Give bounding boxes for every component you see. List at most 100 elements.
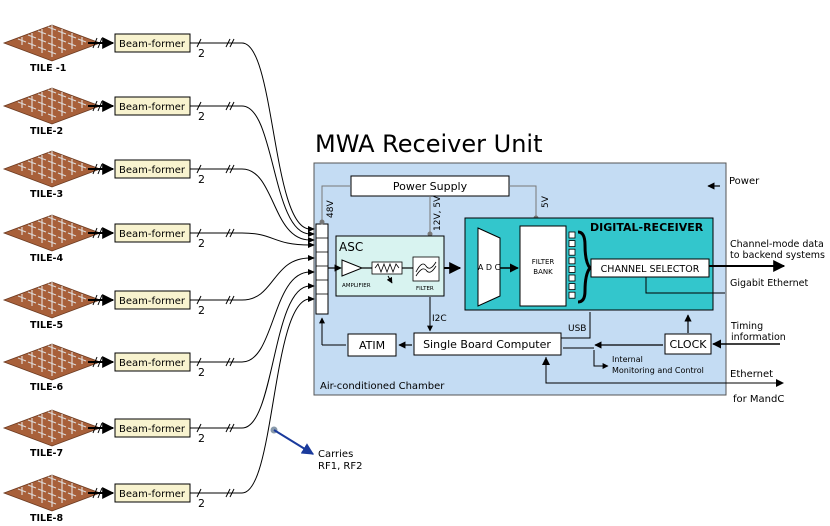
channel-square	[568, 248, 576, 256]
rf-cable	[190, 168, 311, 241]
tile-label: TILE-7	[30, 448, 63, 459]
beamformer-label: Beam-former	[119, 102, 186, 113]
timing-label-2: information	[731, 332, 786, 343]
cable-count: 2	[198, 173, 205, 186]
tile-label: TILE-4	[30, 253, 64, 264]
tile-7: TILE-7 Beam-former 2	[2, 283, 315, 459]
channel-square	[568, 240, 576, 248]
beamformer-label: Beam-former	[119, 424, 186, 435]
rf-cable	[190, 285, 311, 429]
mandc-label: for MandC	[733, 394, 784, 405]
beamformer-label: Beam-former	[119, 165, 186, 176]
asc-label: ASC	[339, 240, 363, 254]
antenna-icon	[17, 215, 87, 247]
rf-cable	[190, 105, 311, 235]
single-board-computer-box	[413, 332, 562, 356]
single-board-computer-label: Single Board Computer	[423, 338, 551, 351]
tile-label: TILE-8	[30, 513, 64, 524]
carries-label-2: RF1, RF2	[318, 461, 362, 472]
beamformer-label: Beam-former	[119, 296, 186, 307]
tile-label: TILE-2	[30, 126, 63, 137]
channel-square	[568, 291, 576, 299]
carries-arrow	[273, 429, 315, 455]
cable-count: 2	[198, 110, 205, 123]
internal-label-1: Internal	[612, 355, 643, 364]
atim-label: ATIM	[359, 339, 385, 352]
cable-count: 2	[198, 237, 205, 250]
tile-4: TILE-4 Beam-former 2	[2, 214, 315, 264]
12v-5v-label: 12V, 5V	[433, 195, 443, 231]
cable-count: 2	[198, 432, 205, 445]
antenna-icon	[17, 344, 87, 376]
input-connector	[315, 223, 329, 315]
tile-5: TILE-5 Beam-former 2	[2, 255, 315, 331]
i2c-label: I2C	[432, 314, 447, 324]
carries-label-1: Carries	[318, 449, 353, 460]
rf-cable	[190, 271, 311, 363]
tile-label: TILE-5	[30, 320, 63, 331]
channel-mode-label-1: Channel-mode data	[730, 239, 824, 250]
cable-count: 2	[198, 304, 205, 317]
channel-brace	[577, 230, 592, 304]
channel-square	[568, 257, 576, 265]
usb-label: USB	[568, 324, 586, 334]
power-label: Power	[729, 176, 760, 187]
digital-receiver-label: DIGITAL-RECEIVER	[590, 221, 704, 234]
channel-square	[568, 283, 576, 291]
tiles-group: TILE -1Beam-former2TILE-2Beam-former2TIL…	[2, 24, 315, 524]
rf-cable	[190, 42, 311, 230]
tile-label: TILE-6	[30, 382, 64, 393]
filter-label: FILTER	[416, 286, 434, 292]
cable-count: 2	[198, 47, 205, 60]
tile-label: TILE -1	[30, 63, 66, 74]
rf-cable	[190, 232, 311, 246]
cable-count: 2	[198, 366, 205, 379]
antenna-icon	[17, 475, 87, 507]
tile-1: TILE -1 Beam-former 2	[2, 24, 315, 232]
channel-selector-label: CHANNEL SELECTOR	[601, 264, 700, 275]
adc-label: A D C	[478, 263, 501, 272]
power-supply-label: Power Supply	[393, 180, 468, 193]
tile-8: TILE-8 Beam-former 2	[2, 296, 315, 524]
timing-label-1: Timing	[730, 321, 763, 332]
channel-selector-box	[590, 258, 710, 278]
channel-square	[568, 231, 576, 239]
antenna-icon	[17, 282, 87, 314]
5v-label: 5V	[541, 195, 551, 208]
channel-square	[568, 265, 576, 273]
beamformer-label: Beam-former	[119, 229, 186, 240]
channel-square	[568, 274, 576, 282]
atim-box	[347, 333, 397, 357]
filter-bank-label-2: BANK	[533, 268, 553, 276]
antenna-icon	[17, 88, 87, 120]
tile-label: TILE-3	[30, 189, 63, 200]
filter-bank-channels	[568, 231, 576, 299]
antenna-icon	[17, 151, 87, 183]
rf-cable	[190, 257, 311, 301]
channel-mode-label-2: to backend systems	[730, 250, 825, 261]
filter-bank-label-1: FILTER	[532, 258, 555, 266]
beamformer-label: Beam-former	[119, 358, 186, 369]
ethernet-label: Ethernet	[730, 369, 773, 380]
antenna-icon	[17, 25, 87, 57]
filter-icon	[412, 256, 440, 282]
tile-6: TILE-6 Beam-former 2	[2, 269, 315, 393]
48v-label: 48V	[326, 200, 336, 218]
diagram-title: MWA Receiver Unit	[315, 130, 542, 158]
antenna-icon	[17, 410, 87, 442]
internal-label-2: Monitoring and Control	[612, 366, 704, 375]
adc-shape	[477, 227, 501, 307]
beamformer-label: Beam-former	[119, 39, 186, 50]
amplifier-icon	[341, 259, 364, 277]
chamber-label: Air-conditioned Chamber	[320, 381, 445, 392]
rf-cable	[190, 298, 311, 494]
filter-bank-box	[519, 225, 567, 307]
amplifier-label: AMPLIFIER	[342, 283, 371, 289]
beamformer-label: Beam-former	[119, 489, 186, 500]
gigabit-ethernet-label: Gigabit Ethernet	[730, 278, 808, 289]
clock-label: CLOCK	[670, 338, 708, 351]
cable-count: 2	[198, 497, 205, 510]
